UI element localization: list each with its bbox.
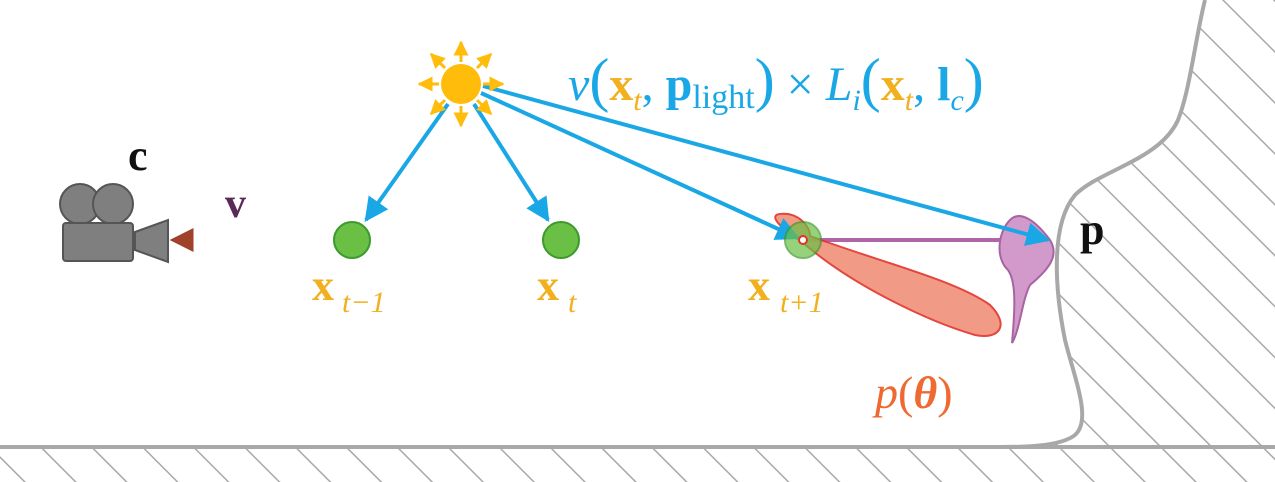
sample-point-current <box>542 221 580 259</box>
view-vector-label: v <box>225 181 246 227</box>
phase-function-lobe <box>774 212 1002 337</box>
camera-icon <box>59 183 169 264</box>
surface-point-label: p <box>1080 205 1104 254</box>
camera-label: c <box>128 131 148 180</box>
light-rays <box>364 84 1051 246</box>
x-current-label: x t <box>537 261 577 319</box>
sample-point-next-center <box>798 235 808 245</box>
sun-icon <box>417 40 505 128</box>
phase-function-label: p(θ) <box>872 367 953 418</box>
ground-surface <box>0 445 1275 482</box>
x-next-label: x t+1 <box>748 261 824 319</box>
surface-brdf-lobe <box>998 215 1055 344</box>
sample-point-prev <box>333 221 371 259</box>
x-prev-label: x t−1 <box>312 261 386 319</box>
wall-surface <box>999 0 1275 449</box>
visibility-radiance-equation: v(xt, plight) × Li(xt, lc) <box>568 47 984 117</box>
